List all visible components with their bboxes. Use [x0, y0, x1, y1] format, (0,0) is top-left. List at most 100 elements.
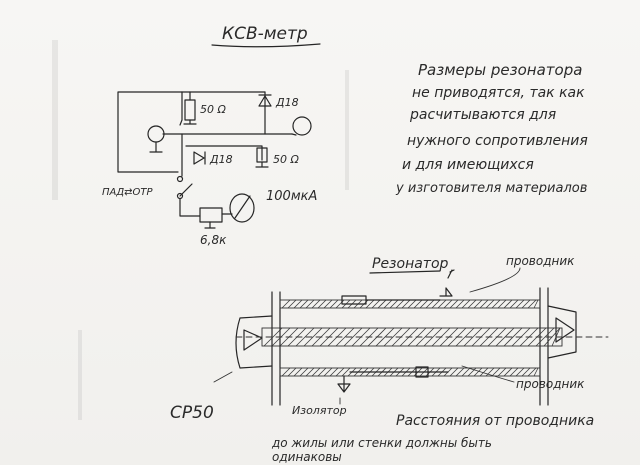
note-line-3: расчитываются для — [409, 107, 556, 123]
resistor-bottom-label: 50 Ω — [273, 153, 299, 166]
hatch-line — [455, 299, 465, 309]
meter-label: 100мкА — [266, 189, 317, 204]
hatch-line — [407, 299, 417, 309]
hatch-line — [323, 299, 333, 309]
bottom-pickup-resistor-icon — [415, 366, 429, 378]
right-connector-icon — [292, 116, 312, 136]
hatch-line — [479, 367, 489, 377]
hatch-line — [383, 299, 393, 309]
switch-label: ПАД⇄ОТР — [102, 187, 154, 198]
hatch-line — [527, 367, 537, 377]
right-connector-lead — [291, 133, 297, 136]
hatch-line — [375, 327, 395, 347]
resistor-top-ground-icon — [183, 119, 197, 125]
left-ground-icon — [149, 141, 163, 153]
hatch-line — [299, 367, 309, 377]
hatch-line — [295, 327, 315, 347]
hatch-line — [449, 367, 459, 377]
hatch-line — [371, 299, 381, 309]
title-underline — [211, 43, 321, 48]
hatch-line — [461, 367, 471, 377]
hatch-line — [365, 299, 375, 309]
top-pickup-diode-icon — [439, 287, 453, 297]
hatch-line — [467, 299, 477, 309]
hatch-line — [303, 327, 323, 347]
bottom-conductor-label: проводник — [516, 377, 585, 391]
hatch-line — [533, 299, 539, 309]
hatch-line — [395, 299, 405, 309]
hatch-line — [503, 367, 513, 377]
distance-note: Расстояния от проводника до жилы или сте… — [271, 413, 594, 464]
resonator-drawing: Резонатор проводник проводник И — [170, 254, 609, 423]
outer-wall-hatching — [281, 299, 539, 377]
hatch-line — [491, 367, 501, 377]
hatch-line — [413, 299, 423, 309]
hatch-line — [317, 367, 327, 377]
right-connector-body — [547, 305, 577, 359]
title-text: КСВ-метр — [222, 24, 308, 44]
hatch-line — [299, 299, 309, 309]
diode-bottom-label: Д18 — [209, 153, 233, 166]
resonator-note: Размеры резонатора не приводятся, так ка… — [395, 61, 588, 196]
hatch-line — [335, 299, 345, 309]
hatch-line — [419, 299, 429, 309]
hatch-line — [503, 299, 513, 309]
hatch-line — [263, 327, 283, 347]
hatch-line — [473, 299, 483, 309]
hatch-line — [455, 367, 465, 377]
left-connector-pin-icon — [243, 329, 263, 351]
hatch-line — [305, 299, 315, 309]
hatch-line — [311, 367, 321, 377]
insulator-label: Изолятор — [292, 404, 347, 417]
hatch-line — [463, 327, 483, 347]
top-conductor-label: проводник — [506, 254, 575, 268]
hatch-line — [287, 299, 297, 309]
hatch-line — [335, 367, 345, 377]
hatch-line — [293, 367, 303, 377]
right-connector-pin-icon — [555, 317, 575, 343]
hatch-line — [281, 299, 291, 309]
hatch-line — [329, 367, 339, 377]
hatch-line — [389, 299, 399, 309]
top-conductor-leader — [469, 267, 521, 293]
hatch-line — [431, 299, 441, 309]
switch-lever-icon — [179, 183, 193, 197]
connector-label: СР50 — [170, 403, 214, 423]
diode-top-label: Д18 — [275, 96, 299, 109]
hatch-line — [311, 299, 321, 309]
scan-shadow — [52, 40, 349, 420]
hatch-line — [461, 299, 471, 309]
hatch-line — [329, 299, 339, 309]
hatch-line — [533, 367, 539, 377]
top-pickup-arrow-icon — [447, 269, 455, 279]
distance-note-line-3: одинаковы — [272, 450, 342, 464]
hatch-line — [521, 299, 531, 309]
hatch-line — [341, 367, 351, 377]
diode-bottom-icon — [193, 151, 206, 165]
hatch-line — [287, 367, 297, 377]
bottom-branch-wire — [185, 145, 263, 161]
potentiometer-icon — [199, 207, 223, 223]
hatch-line — [509, 367, 519, 377]
hatch-line — [343, 327, 363, 347]
distance-note-line-2: до жилы или стенки должны быть — [271, 436, 492, 450]
hatch-line — [515, 299, 525, 309]
hatch-line — [323, 367, 333, 377]
hatch-line — [479, 299, 489, 309]
hatch-line — [527, 299, 537, 309]
hatch-line — [281, 367, 291, 377]
note-line-1: Размеры резонатора — [418, 61, 582, 79]
hatch-line — [443, 299, 453, 309]
hatch-line — [495, 327, 515, 347]
switch-contact-icon — [176, 175, 184, 183]
hatch-line — [473, 367, 483, 377]
hatch-line — [491, 299, 501, 309]
resistor-top-label: 50 Ω — [200, 103, 226, 116]
hatch-line — [535, 327, 555, 347]
resonator-title: Резонатор — [372, 256, 449, 272]
swr-schematic: 50 Ω Д18 Д18 50 Ω ПАД⇄ОТР 100мкА 6,8к — [102, 91, 317, 247]
hatch-line — [423, 327, 443, 347]
hatch-line — [497, 367, 507, 377]
